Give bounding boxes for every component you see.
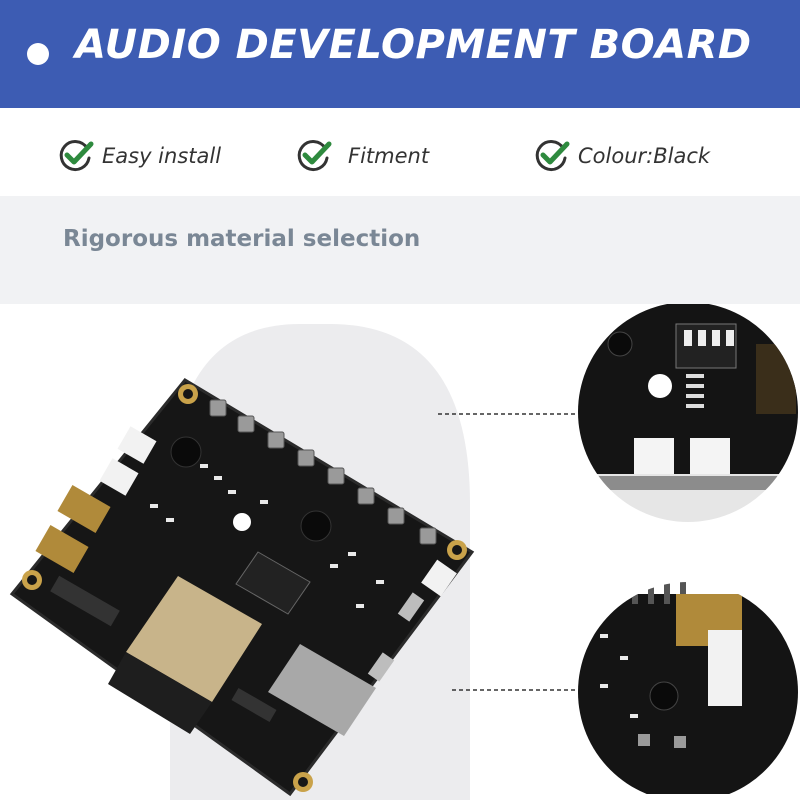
feature-item-easy-install: Easy install [58,138,221,174]
check-circle-icon [535,140,570,172]
feature-list: Easy install Fitment Colour:Black [0,108,800,196]
subheading: Rigorous material selection [63,226,421,252]
check-circle-icon [297,140,332,172]
zoom-detail-bottom [578,582,798,800]
feature-item-fitment: Fitment [296,138,429,174]
feature-label: Colour:Black [578,144,711,168]
zoom-detail-top [578,304,798,522]
check-circle-icon [59,140,94,172]
product-photo [9,304,798,800]
page-title: AUDIO DEVELOPMENT BOARD [75,22,752,68]
feature-item-colour: Colour:Black [534,138,710,174]
bullet-dot [27,43,49,65]
pcb-board [9,378,475,797]
header-banner: AUDIO DEVELOPMENT BOARD [0,0,800,108]
feature-label: Easy install [102,144,222,168]
feature-label: Fitment [348,144,430,168]
subheading-band: Rigorous material selection [0,196,800,304]
